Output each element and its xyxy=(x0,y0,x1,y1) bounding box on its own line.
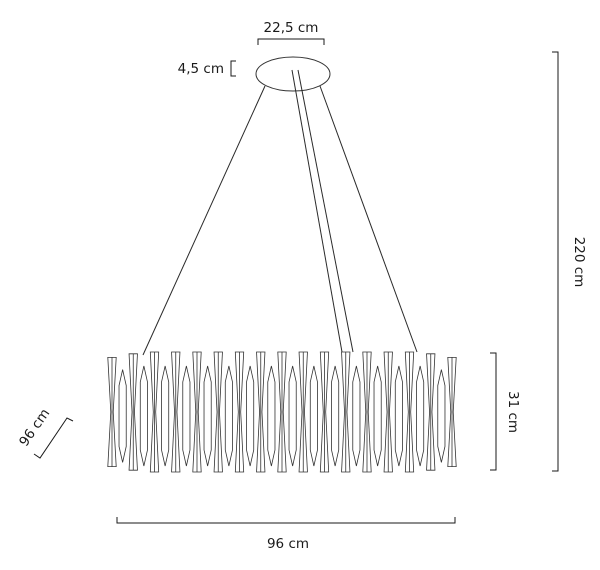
crystal-prism xyxy=(118,369,127,463)
crystal-prism xyxy=(447,357,457,467)
crystal-prism xyxy=(213,351,223,473)
crystal-prism xyxy=(267,365,276,467)
crystal-prism xyxy=(373,365,382,467)
crystal-prism xyxy=(416,365,425,467)
crystal-prism xyxy=(107,357,117,467)
crystal-prism xyxy=(383,351,393,473)
crystal-prism xyxy=(256,351,266,473)
crystal-prism xyxy=(341,351,351,473)
depth-label: 96 cm xyxy=(16,406,53,450)
crystal-prism xyxy=(309,365,318,467)
crystal-prism xyxy=(203,365,212,467)
crystal-prism xyxy=(192,351,202,473)
crystal-prism xyxy=(171,351,181,473)
total-height-label: 220 cm xyxy=(571,237,587,288)
crystal-prism xyxy=(182,365,191,467)
crystal-prism xyxy=(352,365,361,467)
chandelier-body xyxy=(107,351,457,473)
crystal-prism xyxy=(394,365,403,467)
crystal-prism xyxy=(128,353,138,471)
crystal-prism xyxy=(224,365,233,467)
crystal-prism xyxy=(149,351,160,473)
crystal-prism xyxy=(319,351,330,473)
crystal-prism xyxy=(437,369,446,463)
width-dimension: 96 cm xyxy=(116,517,456,552)
body-height-label: 31 cm xyxy=(505,391,521,433)
crystal-prism xyxy=(277,351,287,473)
width-label: 96 cm xyxy=(267,536,309,552)
total-height-dimension: 220 cm xyxy=(552,51,587,472)
canopy-height-label: 4,5 cm xyxy=(178,61,224,77)
canopy-width-dimension: 22,5 cm xyxy=(257,20,325,45)
crystal-prism xyxy=(288,365,297,467)
crystal-prism xyxy=(426,353,436,471)
crystal-prism xyxy=(246,365,255,467)
body-height-dimension: 31 cm xyxy=(490,352,521,471)
crystal-prism xyxy=(139,365,148,467)
crystal-prism xyxy=(331,365,340,467)
crystal-prism xyxy=(161,365,170,467)
canopy-width-label: 22,5 cm xyxy=(264,20,319,36)
crystal-prism xyxy=(234,351,245,473)
suspension-cables xyxy=(142,69,418,356)
crystal-prism xyxy=(404,351,415,473)
crystal-prism xyxy=(362,351,372,473)
crystal-prism xyxy=(298,351,308,473)
canopy-height-dimension: 4,5 cm xyxy=(178,60,236,77)
depth-dimension: 96 cm xyxy=(16,406,74,459)
